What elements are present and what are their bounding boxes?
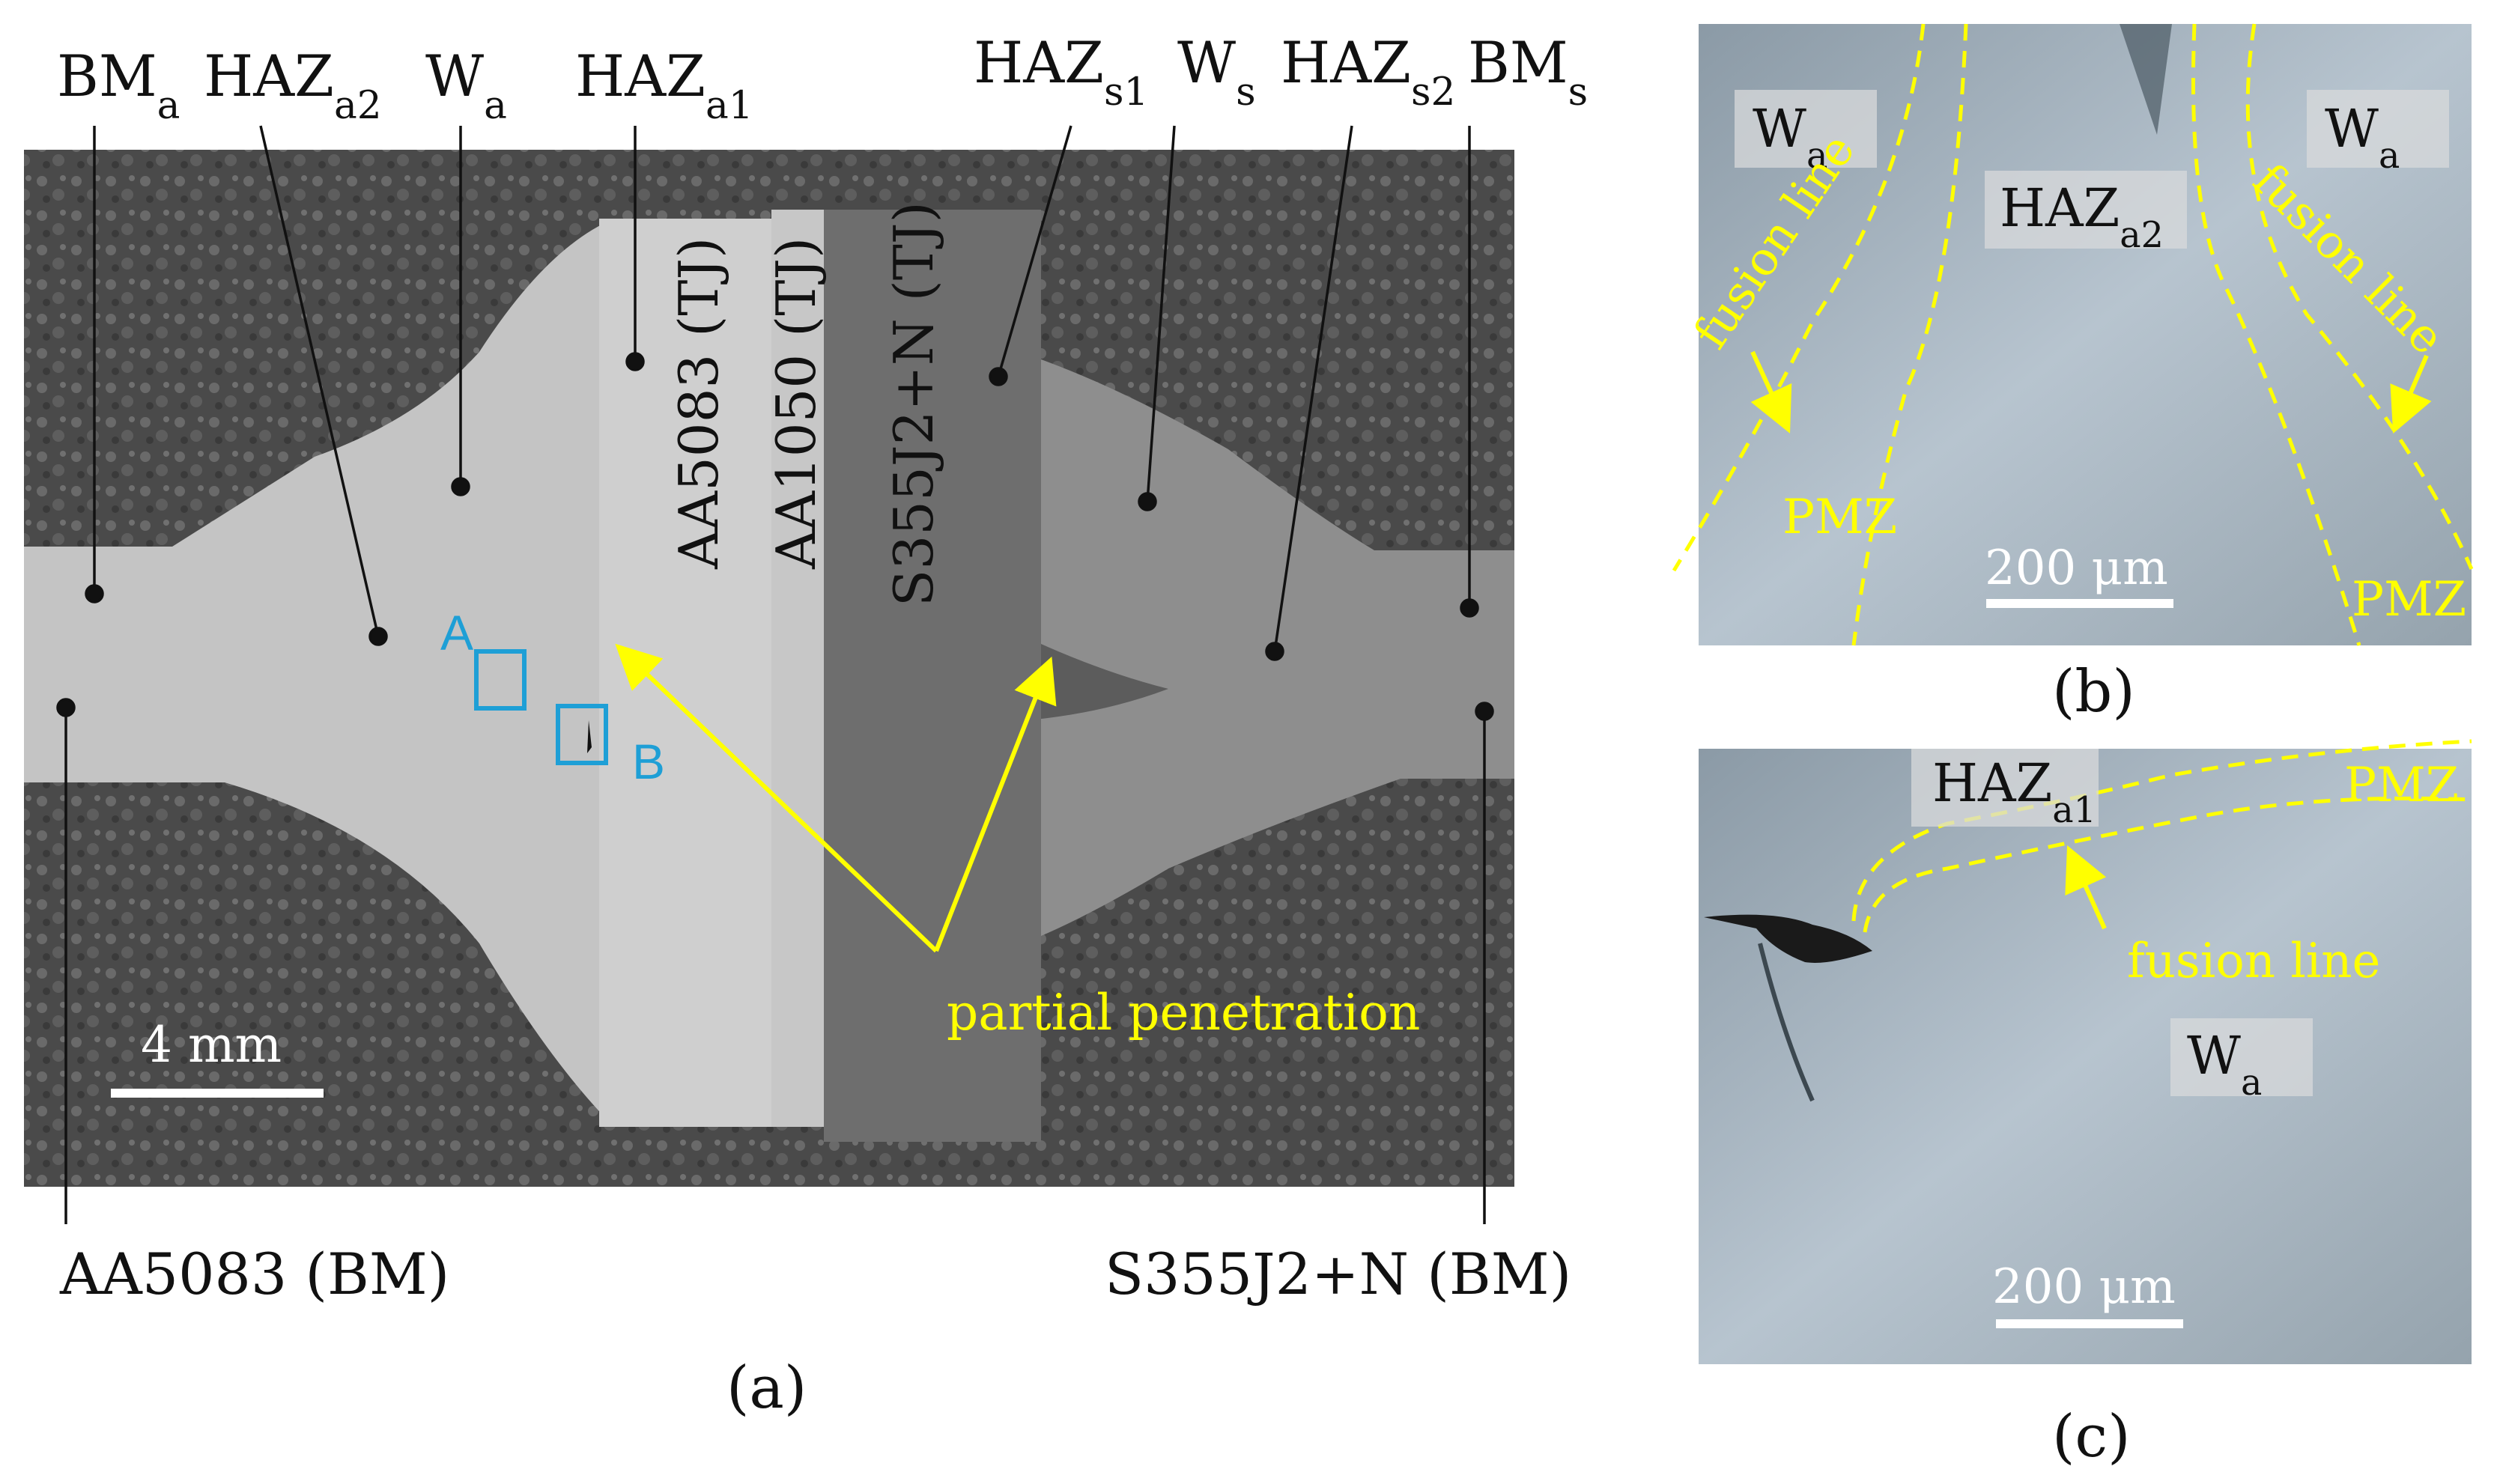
label-haz-s2: HAZs2 — [1281, 29, 1455, 115]
haz-s2-point — [1265, 642, 1284, 661]
caption-a: (a) — [726, 1354, 807, 1422]
label-bg-c-haz — [1911, 749, 2099, 827]
label-box-b: B — [632, 734, 665, 789]
box-b — [556, 704, 608, 765]
penetration-arrow-right — [934, 656, 1057, 952]
label-b-pmz-left: PMZ — [1782, 490, 1897, 545]
label-s355-bm: S355J2+N (BM) — [1105, 1241, 1571, 1307]
scratch-c — [1758, 943, 1815, 1102]
pmz-line-c-top — [1851, 739, 2472, 922]
penetration-arrow-left — [615, 643, 938, 953]
fusion-line-b-right — [2245, 23, 2474, 571]
fusion-arrow-c — [2065, 845, 2107, 930]
w-a-point — [451, 477, 470, 496]
label-partial-penetration: partial penetration — [947, 984, 1420, 1041]
scale-bar-b-label: 200 μm — [1985, 541, 2168, 596]
haz-a1-point — [625, 352, 645, 371]
aa5083-bm-point — [56, 698, 76, 717]
s355-tj-layer — [824, 210, 1041, 1142]
label-aa5083-bm: AA5083 (BM) — [59, 1241, 449, 1307]
scale-bar-c-label: 200 μm — [1992, 1259, 2176, 1315]
defect-mark — [587, 720, 592, 753]
dark-streak-b — [2120, 24, 2172, 135]
label-w-s: Ws — [1177, 29, 1256, 115]
label-s355-tj: S355J2+N (TJ) — [882, 201, 945, 606]
haz-a2-point — [368, 627, 388, 646]
scale-bar-b — [1986, 599, 2173, 608]
aa1050-tj-layer — [771, 210, 824, 1127]
pmz-line-b-right — [2191, 23, 2361, 646]
panel-a: BMa HAZa2 Wa HAZa1 HAZs1 Ws HAZs2 BMs AA… — [24, 29, 1588, 1422]
label-c-pmz: PMZ — [2344, 758, 2459, 813]
pmz-line-b-left — [1851, 23, 1968, 646]
label-b-pmz-right: PMZ — [2352, 572, 2466, 627]
label-bg-c-wa — [2170, 1018, 2313, 1096]
scale-bar-c — [1996, 1319, 2183, 1328]
scale-bar-a-label: 4 mm — [141, 1016, 282, 1074]
label-box-a: A — [440, 605, 473, 660]
label-bg-b-wa-left — [1735, 90, 1877, 168]
bm-a-point — [85, 584, 104, 603]
crack-c — [1704, 914, 1872, 963]
bm-s-point — [1460, 598, 1479, 618]
label-bm-s: BMs — [1468, 29, 1588, 115]
s355-bm-point — [1475, 702, 1494, 721]
steel-haz — [1041, 644, 1168, 719]
label-aa5083-tj: AA5083 (TJ) — [667, 237, 730, 570]
label-bm-a: BMa — [57, 43, 180, 128]
label-haz-s1: HAZs1 — [974, 29, 1148, 115]
label-w-a: Wa — [425, 43, 507, 128]
label-haz-a1: HAZa1 — [575, 43, 753, 128]
haz-s1-point — [989, 367, 1008, 386]
label-aa1050-tj: AA1050 (TJ) — [765, 237, 828, 570]
w-s-point — [1138, 492, 1157, 511]
fusion-arrow-b-right — [2390, 354, 2432, 434]
caption-b: (b) — [2052, 658, 2135, 726]
fusion-line-c — [1863, 796, 2472, 933]
label-c-fusion: fusion line — [2127, 934, 2380, 989]
panel-b: Wa Wa HAZa2 fusion line fusion line PMZ … — [1672, 23, 2474, 726]
scale-bar-a — [111, 1089, 324, 1098]
caption-c: (c) — [2052, 1403, 2131, 1471]
fusion-line-b-left — [1672, 23, 1926, 572]
label-bg-b-haz — [1985, 171, 2187, 249]
box-a — [474, 649, 527, 711]
label-bg-b-wa-right — [2307, 90, 2449, 168]
fusion-arrow-b-left — [1750, 350, 1792, 434]
label-haz-a2: HAZa2 — [204, 43, 382, 128]
panel-c: HAZa1 PMZ fusion line Wa 200 μm (c) — [1699, 739, 2472, 1471]
